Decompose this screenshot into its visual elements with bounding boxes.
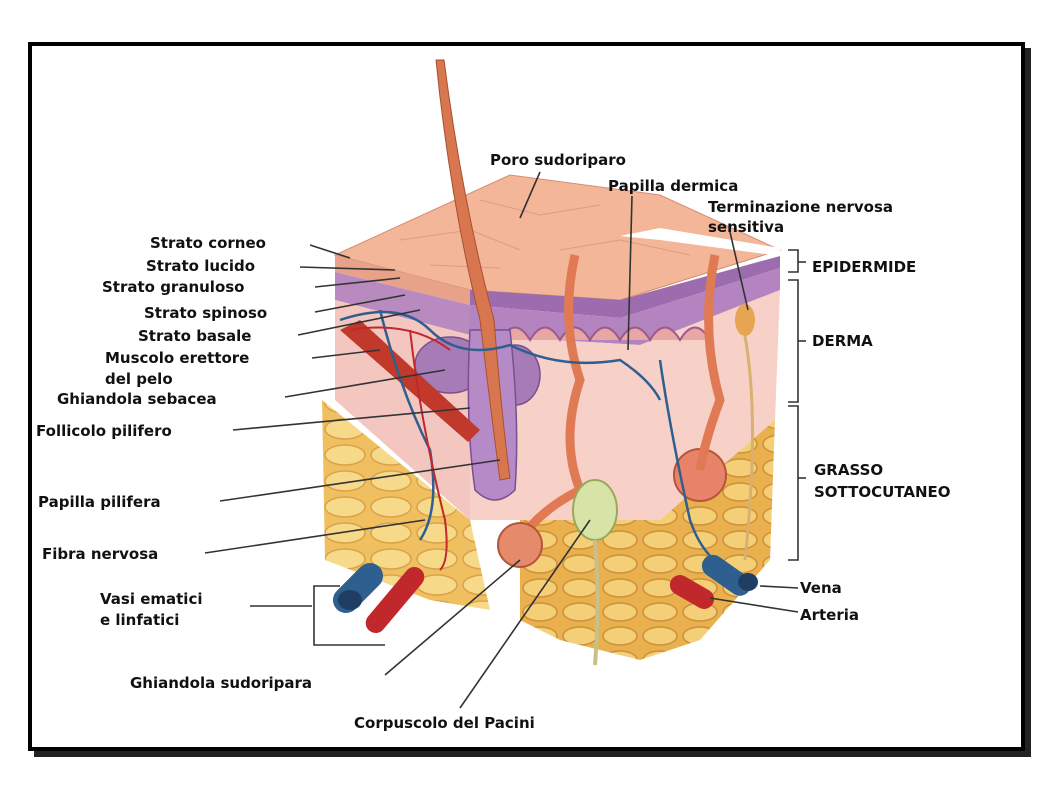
- sensory-nerve: [743, 335, 754, 561]
- label-strato-basale: Strato basale: [138, 327, 251, 345]
- label-strato-lucido: Strato lucido: [146, 257, 255, 275]
- label-strato-corneo: Strato corneo: [150, 234, 266, 252]
- dermal-papillae: [499, 326, 711, 342]
- sweat-gland: [497, 522, 543, 568]
- nerve-ending: [735, 304, 755, 336]
- label-poro-sudoriparo: Poro sudoriparo: [490, 151, 626, 169]
- right-artery: [669, 575, 715, 609]
- hair-shaft: [435, 59, 511, 481]
- pacinian-corpuscle: [572, 479, 618, 541]
- left-face-fat: [322, 400, 490, 610]
- label-papilla-dermica: Papilla dermica: [608, 177, 738, 195]
- label-ghiandola-sebacea: Ghiandola sebacea: [57, 390, 217, 408]
- label-papilla-pilifera: Papilla pilifera: [38, 493, 161, 511]
- artery-network: [349, 326, 451, 571]
- label-muscolo-erettore: Muscolo erettore: [105, 349, 249, 367]
- label-vasi-ematici: Vasi ematici: [100, 590, 202, 608]
- skin-white-edge: [620, 228, 780, 256]
- left-face-epidermis: [335, 272, 470, 335]
- right-vein-end: [738, 573, 758, 591]
- right-face-epi2: [470, 268, 780, 345]
- layer-grasso: GRASSO: [814, 461, 883, 479]
- label-vena: Vena: [800, 579, 842, 597]
- layer-epidermide: EPIDERMIDE: [812, 258, 916, 276]
- label-del-pelo: del pelo: [105, 370, 173, 388]
- right-duct: [695, 254, 725, 471]
- label-strato-spinoso: Strato spinoso: [144, 304, 267, 322]
- left-face-corneo: [335, 255, 470, 305]
- label-fibra-nervosa: Fibra nervosa: [42, 545, 158, 563]
- label-follicolo-pilifero: Follicolo pilifero: [36, 422, 172, 440]
- layer-sottocutaneo: SOTTOCUTANEO: [814, 483, 951, 501]
- label-sensitiva: sensitiva: [708, 218, 784, 236]
- layer-derma: DERMA: [812, 332, 873, 350]
- label-ghiandola-sudoripara: Ghiandola sudoripara: [130, 674, 312, 692]
- left-artery: [365, 567, 425, 633]
- left-vein-end: [338, 590, 362, 610]
- label-e-linfatici: e linfatici: [100, 611, 179, 629]
- label-corpuscolo-pacini: Corpuscolo del Pacini: [354, 714, 535, 732]
- pacinian-nerve: [593, 539, 600, 666]
- label-terminazione-nervosa: Terminazione nervosa: [708, 198, 893, 216]
- right-face-epidermis: [470, 256, 780, 318]
- layer-brackets: [788, 249, 806, 561]
- sweat-duct: [516, 253, 586, 543]
- label-arteria: Arteria: [800, 606, 859, 624]
- right-vein: [701, 554, 751, 596]
- leader-lines: [204, 171, 799, 709]
- label-strato-granuloso: Strato granuloso: [102, 278, 245, 296]
